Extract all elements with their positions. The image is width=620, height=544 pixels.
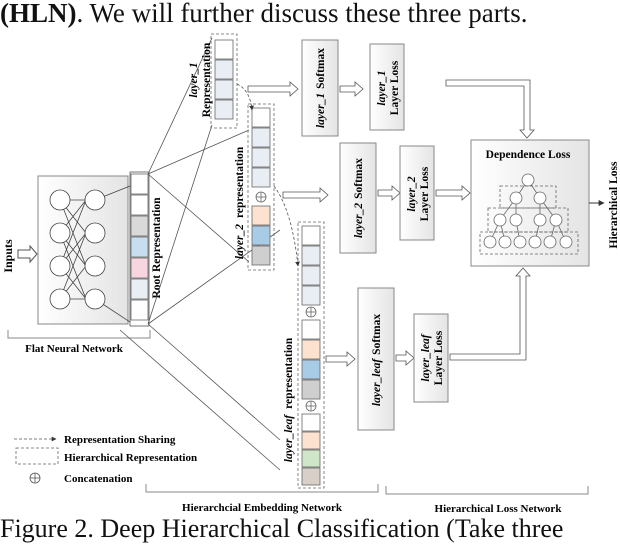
loss-to-dependence-arrows (435, 79, 535, 361)
loss-leaf-box (413, 313, 449, 403)
dependence-loss-label: Dependence Loss (486, 149, 571, 161)
sharing-arrows (236, 83, 300, 267)
layer2-representation-vector (247, 103, 275, 271)
loss-leaf-text: Layer Loss (433, 330, 445, 385)
loss1-text: Layer Loss (389, 60, 401, 115)
loss1-italic: layer_1 (376, 70, 388, 105)
legend-hier-rep-text: Hierarchical Representation (64, 452, 197, 464)
layer2-rep-italic: layer_2 (234, 224, 246, 259)
softmax-leaf-label: layer_leaf Softmax (371, 314, 383, 406)
root-representation-label: Root Representation (151, 197, 163, 299)
loss1-box (369, 43, 405, 131)
legend-hier-rep-symbol (15, 447, 59, 465)
embedding-net-bracket (145, 484, 379, 493)
softmax-leaf-box (357, 287, 395, 431)
softmax2-box (339, 142, 377, 254)
layer1-representation-vector (210, 33, 238, 129)
softmax2-italic: layer_2 (353, 203, 365, 238)
loss2-box (399, 145, 435, 241)
rep-to-softmax-arrows (247, 81, 356, 367)
layer2-rep-label: layer_2 representation (234, 146, 246, 259)
embedding-net-label: Hierarchcial Embedding Network (182, 502, 343, 514)
root-connections (119, 37, 281, 471)
figure-caption: Figure 2. Deep Hierarchical Classificati… (0, 514, 564, 543)
loss1-label: layer_1Layer Loss (376, 60, 401, 115)
layer2-rep-text: representation (234, 146, 246, 218)
nn-graph (49, 185, 131, 323)
softmax-leaf-text: Softmax (371, 314, 383, 355)
softmax1-label: layer_1 Softmax (315, 48, 327, 128)
legend-concat-text: Concatenation (64, 473, 132, 485)
flat-nn-bracket (7, 330, 151, 339)
loss-net-label: Hierarchical Loss Network (435, 503, 563, 515)
loss2-italic: layer_2 (406, 176, 418, 211)
leaf-rep-italic: layer_leaf (283, 414, 295, 462)
legend: Representation Sharing Hierarchical Repr… (14, 434, 197, 485)
loss2-text: Layer Loss (419, 166, 431, 221)
layer1-rep-label: layer_1Representation (188, 42, 213, 117)
softmax-to-loss-arrows (339, 81, 415, 366)
paper-top-text: (HLN). We will further discuss these thr… (0, 0, 527, 29)
hierarchical-loss-label: Hierarchical Loss (608, 161, 620, 249)
loss-net-bracket (385, 486, 589, 495)
softmax-leaf-italic: layer_leaf (371, 358, 383, 406)
softmax1-text: Softmax (315, 48, 327, 89)
inputs-label: Inputs (1, 239, 15, 273)
loss-leaf-label: layer_leafLayer Loss (420, 330, 445, 385)
softmax1-box (301, 39, 339, 137)
legend-sharing-text: Representation Sharing (64, 434, 176, 446)
layer1-rep-italic: layer_1 (188, 62, 200, 97)
flat-nn-label: Flat Neural Network (25, 343, 124, 355)
concat-icon (29, 472, 41, 484)
softmax1-italic: layer_1 (315, 93, 327, 128)
leaf-representation-vector (297, 221, 325, 489)
leaf-rep-text: representation (283, 337, 295, 409)
leaf-rep-label: layer_leaf representation (283, 337, 295, 462)
root-representation-vector (129, 171, 150, 327)
hierarchy-tree (479, 173, 579, 255)
loss-leaf-italic: layer_leaf (420, 333, 432, 381)
inputs-arrow (17, 244, 38, 264)
hln-abbrev: (HLN) (0, 0, 77, 28)
softmax2-label: layer_2 Softmax (353, 158, 365, 238)
softmax2-text: Softmax (353, 158, 365, 199)
layer1-rep-text: Representation (201, 42, 213, 117)
loss2-label: layer_2Layer Loss (406, 166, 431, 221)
top-text-rest: . We will further discuss these three pa… (76, 0, 528, 28)
